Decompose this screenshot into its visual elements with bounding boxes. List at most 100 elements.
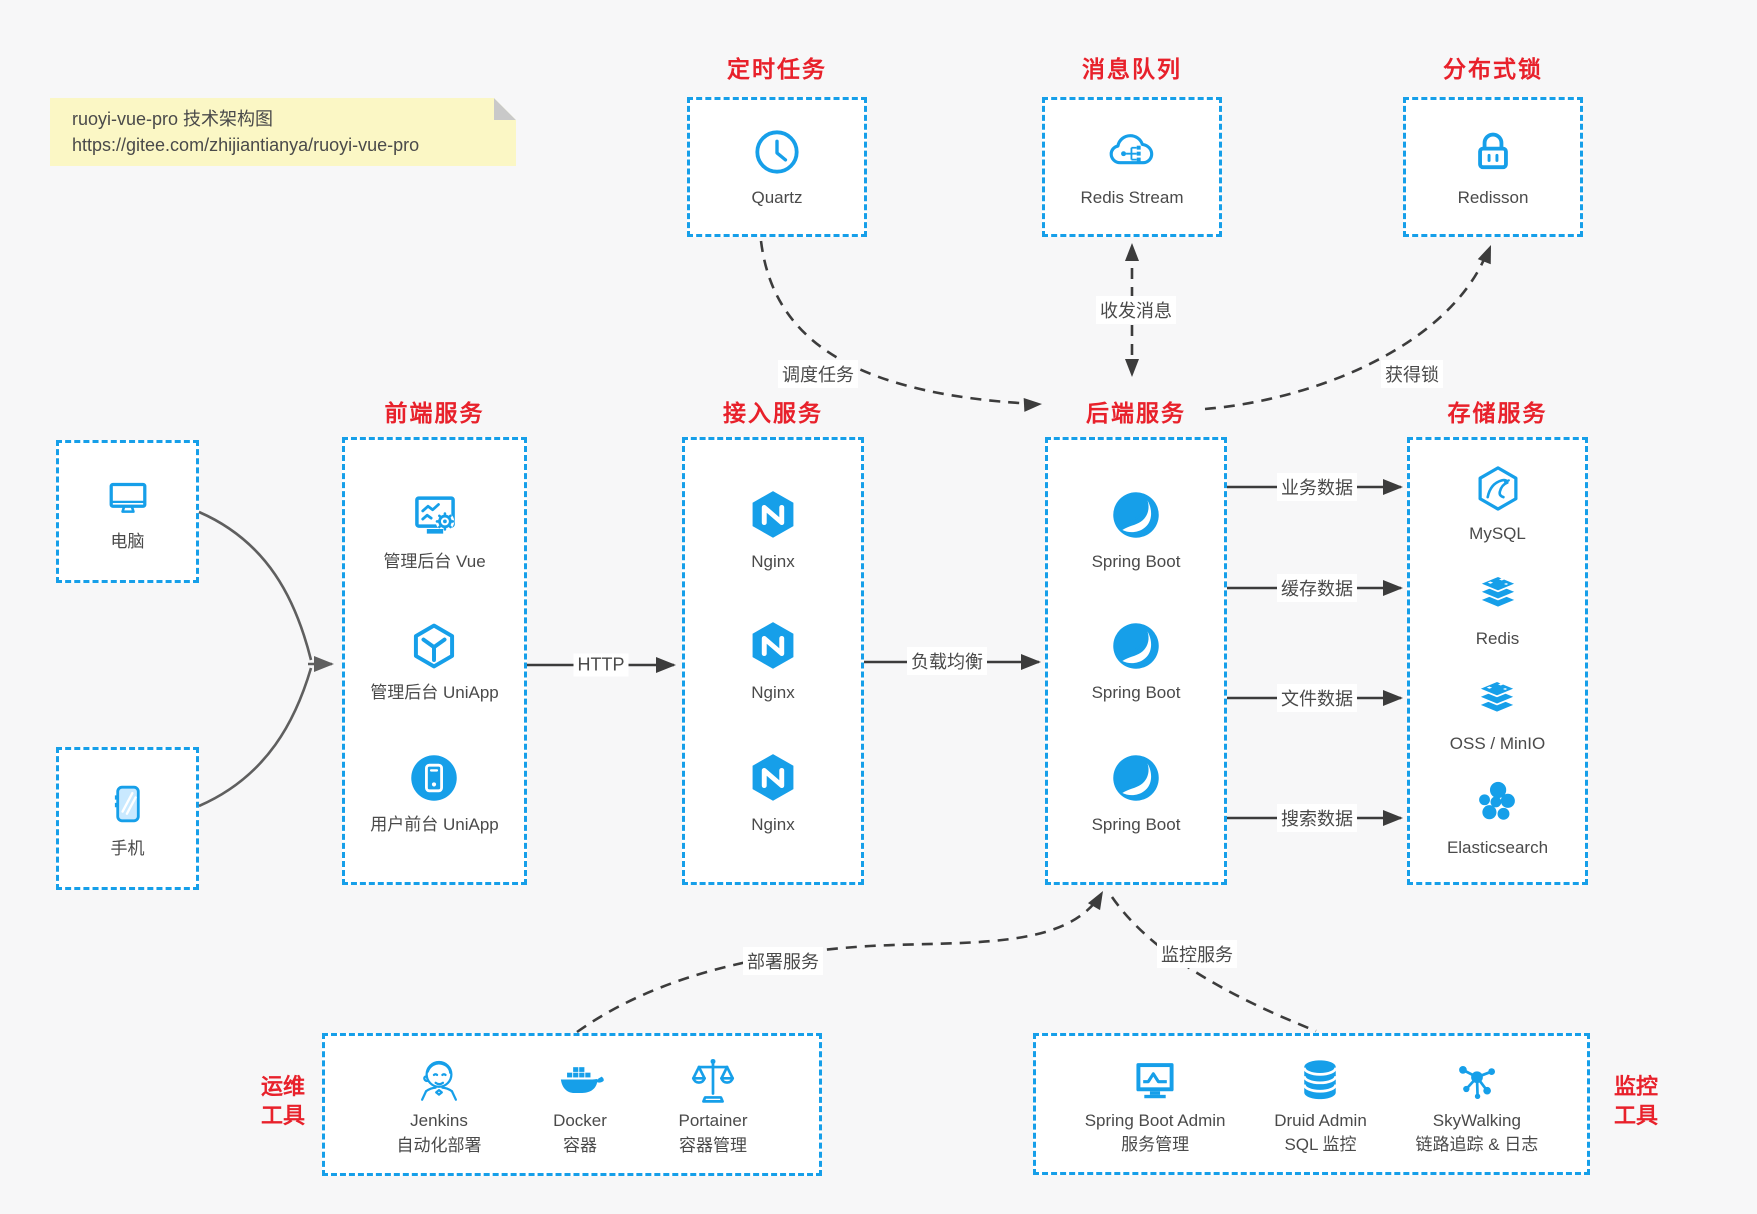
node-label-springboot-1: Spring Boot: [1091, 551, 1181, 571]
group-title-lock: 分布式锁: [1443, 56, 1543, 82]
portainer-icon: [686, 1053, 740, 1107]
client-box-phone: 手机: [56, 747, 199, 890]
node-admin-uniapp: 管理后台 UniApp: [370, 618, 499, 703]
node-desc-jenkins: 自动化部署: [396, 1135, 482, 1155]
node-portainer: Portainer 容器管理: [678, 1053, 748, 1156]
node-label-jenkins: Jenkins: [410, 1111, 468, 1131]
node-label-nginx-1: Nginx: [751, 551, 795, 571]
node-phone: 手机: [102, 778, 154, 859]
node-label-computer: 电脑: [110, 531, 145, 551]
node-redis: Redis: [1472, 568, 1524, 649]
uniapp-cube-icon: [406, 618, 462, 674]
edge-label-search-data: 搜索数据: [1277, 804, 1357, 832]
curve-computer-to-frontend: [198, 510, 313, 661]
group-title-ops: 运维 工具: [247, 1072, 319, 1130]
note-line-2: https://gitee.com/zhijiantianya/ruoyi-vu…: [72, 135, 420, 155]
node-quartz: Quartz: [750, 125, 804, 208]
node-label-redis: Redis: [1475, 629, 1520, 649]
node-label-nginx-2: Nginx: [751, 683, 795, 703]
nginx-icon: [745, 487, 801, 543]
nginx-icon: [745, 618, 801, 674]
user-app-icon: [406, 750, 462, 806]
group-title-frontend: 前端服务: [384, 400, 485, 426]
redis-icon: [1472, 568, 1524, 620]
smartphone-icon: [102, 778, 154, 830]
node-elasticsearch: Elasticsearch: [1447, 777, 1548, 858]
node-label-admin-vue: 管理后台 Vue: [383, 551, 486, 571]
group-box-storage: MySQL Redis OSS / MinIO Elasticsearch: [1407, 437, 1588, 885]
edge-label-http: HTTP: [573, 653, 629, 677]
group-title-monitoring: 监控 工具: [1600, 1072, 1672, 1130]
node-nginx-3: Nginx: [745, 750, 801, 835]
docker-icon: [553, 1053, 607, 1107]
node-springboot-1: Spring Boot: [1091, 487, 1181, 572]
node-label-redis-stream: Redis Stream: [1080, 188, 1184, 208]
ops-title-line1: 运维: [260, 1074, 305, 1099]
node-skywalking: SkyWalking 链路追踪 & 日志: [1415, 1053, 1538, 1156]
desktop-icon: [102, 471, 154, 523]
node-label-quartz: Quartz: [751, 188, 803, 208]
druid-icon: [1293, 1053, 1347, 1107]
spring-boot-icon: [1108, 487, 1164, 543]
note-line-1: ruoyi-vue-pro 技术架构图: [72, 109, 274, 129]
node-label-redisson: Redisson: [1457, 188, 1529, 208]
node-mysql: MySQL: [1469, 463, 1526, 544]
node-label-springboot-2: Spring Boot: [1091, 683, 1181, 703]
node-spring-boot-admin: Spring Boot Admin 服务管理: [1085, 1053, 1226, 1156]
node-desc-docker: 容器: [563, 1135, 597, 1155]
monitoring-title-line1: 监控: [1613, 1074, 1658, 1099]
node-label-admin-uniapp: 管理后台 UniApp: [370, 683, 499, 703]
monitoring-title-line2: 工具: [1613, 1103, 1658, 1128]
curve-deploy-service: [576, 896, 1101, 1034]
node-jenkins: Jenkins 自动化部署: [397, 1053, 482, 1156]
sticky-note: ruoyi-vue-pro 技术架构图 https://gitee.com/zh…: [50, 98, 516, 166]
admin-vue-icon: [407, 487, 463, 543]
group-box-gateway: Nginx Nginx Nginx: [682, 437, 864, 885]
edge-label-monitor-service: 监控服务: [1157, 940, 1237, 968]
node-label-spring-boot-admin: Spring Boot Admin: [1084, 1110, 1226, 1130]
curve-phone-to-frontend: [198, 667, 313, 808]
group-box-lock: Redisson: [1403, 97, 1583, 237]
node-springboot-2: Spring Boot: [1091, 618, 1181, 703]
node-nginx-1: Nginx: [745, 487, 801, 572]
padlock-icon: [1466, 125, 1520, 179]
group-box-mq: Redis Stream: [1042, 97, 1222, 237]
node-desc-portainer: 容器管理: [678, 1135, 747, 1155]
edge-label-cache-data: 缓存数据: [1277, 574, 1357, 602]
oss-minio-icon: [1471, 673, 1523, 725]
node-label-docker: Docker: [553, 1111, 607, 1131]
group-box-frontend: 管理后台 Vue 管理后台 UniApp 用户前台 UniApp: [342, 437, 527, 885]
curve-acquire-lock: [1204, 249, 1490, 411]
note-fold-corner: [494, 98, 516, 120]
node-oss-minio: OSS / MinIO: [1450, 673, 1545, 754]
node-label-user-uniapp: 用户前台 UniApp: [370, 815, 499, 835]
group-title-gateway: 接入服务: [723, 400, 823, 426]
group-box-ops: Jenkins 自动化部署 Docker 容器 Portainer 容器管理: [322, 1033, 822, 1176]
node-desc-druid-admin: SQL 监控: [1284, 1135, 1357, 1154]
group-title-mq: 消息队列: [1082, 56, 1182, 82]
node-label-oss-minio: OSS / MinIO: [1449, 733, 1546, 753]
node-label-portainer: Portainer: [678, 1111, 748, 1131]
skywalking-icon: [1450, 1053, 1504, 1107]
edge-label-acquire-lock: 获得锁: [1381, 360, 1443, 388]
group-title-storage: 存储服务: [1447, 400, 1548, 426]
node-druid-admin: Druid Admin SQL 监控: [1274, 1053, 1367, 1156]
client-connectors: [198, 510, 334, 808]
node-nginx-2: Nginx: [745, 618, 801, 703]
node-label-elasticsearch: Elasticsearch: [1446, 838, 1549, 858]
node-desc-spring-boot-admin: 服务管理: [1121, 1135, 1190, 1154]
node-redisson: Redisson: [1457, 125, 1529, 208]
edge-label-business-data: 业务数据: [1277, 473, 1357, 501]
spring-boot-icon: [1108, 618, 1164, 674]
node-computer: 电脑: [102, 471, 154, 552]
node-label-springboot-3: Spring Boot: [1091, 815, 1181, 835]
edge-label-schedule-job: 调度任务: [778, 360, 858, 388]
elasticsearch-icon: [1471, 777, 1523, 829]
group-box-scheduler: Quartz: [687, 97, 867, 237]
node-label-druid-admin: Druid Admin: [1274, 1110, 1367, 1130]
edge-label-send-receive-msg: 收发消息: [1096, 296, 1176, 324]
node-redis-stream: Redis Stream: [1080, 125, 1184, 208]
node-label-phone: 手机: [110, 838, 145, 858]
edge-label-deploy-service: 部署服务: [743, 947, 823, 975]
